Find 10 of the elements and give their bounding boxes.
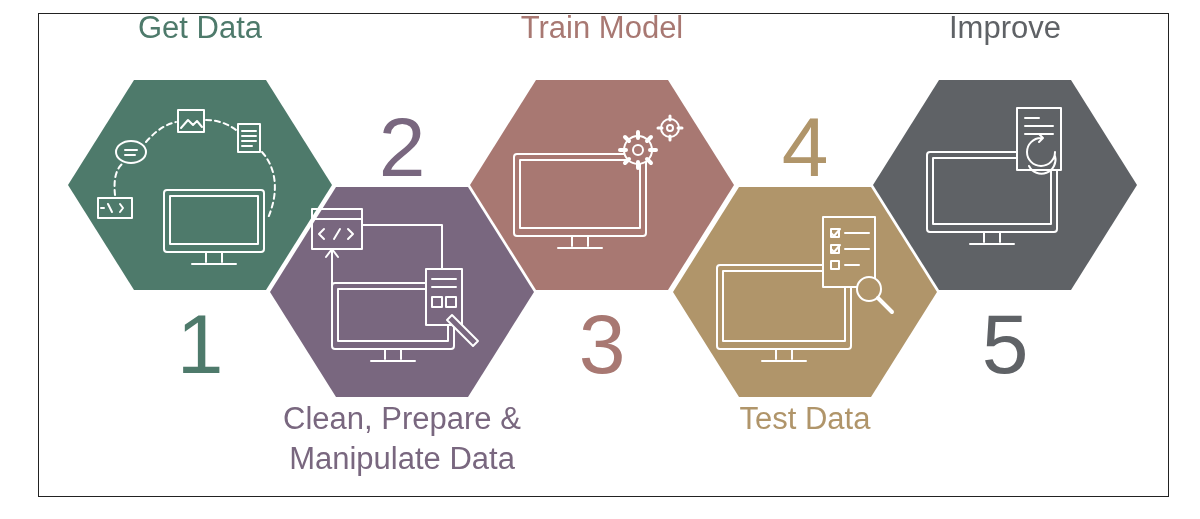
step-title: Train Model: [519, 9, 685, 47]
step-title: Improve: [948, 9, 1062, 47]
step-number: 5: [980, 302, 1030, 386]
step-title: Clean, Prepare & Manipulate Data: [282, 400, 522, 478]
step-title: Get Data: [136, 9, 264, 47]
step-title: Test Data: [738, 400, 872, 438]
step-number: 3: [577, 302, 627, 386]
step-number: 1: [175, 302, 225, 386]
step-number: 2: [377, 105, 427, 189]
step-number: 4: [780, 105, 830, 189]
